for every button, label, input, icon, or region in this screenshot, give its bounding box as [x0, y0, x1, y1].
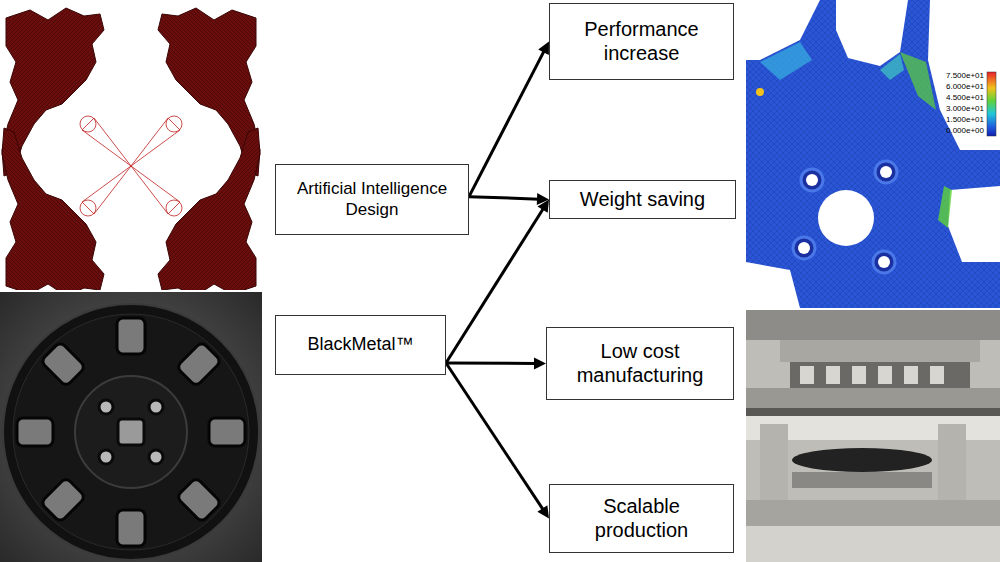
press-photo [746, 310, 1000, 562]
arrowhead [538, 42, 549, 55]
process-box: BlackMetal™ [275, 315, 446, 375]
colorbar-value: 4.500e+01 [936, 94, 984, 102]
process-box: Low cost manufacturing [546, 327, 734, 400]
arrow-connector [469, 42, 549, 197]
colorbar-value: 0.000e+00 [936, 127, 984, 135]
connector-line [446, 363, 543, 510]
arrowhead [534, 357, 546, 369]
arrow-connector [446, 357, 546, 369]
arrowhead [538, 200, 549, 213]
connector-line [469, 197, 539, 199]
arrow-connector [446, 363, 549, 519]
colorbar-value: 3.000e+01 [936, 105, 984, 113]
connector-line [469, 50, 544, 196]
arrowhead [537, 505, 549, 518]
box-text: Scalable production [558, 495, 725, 542]
colorbar-value: 7.500e+01 [936, 72, 984, 80]
process-box: Scalable production [549, 484, 734, 553]
box-text: Low cost manufacturing [555, 340, 725, 387]
arrow-connector [469, 193, 549, 205]
box-text: BlackMetal™ [307, 334, 413, 355]
box-text: Artificial Intelligence Design [284, 179, 460, 219]
process-box: Weight saving [549, 180, 736, 219]
colorbar-value: 6.000e+01 [936, 83, 984, 91]
fea-figure [746, 0, 1000, 308]
connector-line [446, 362, 536, 365]
box-text: Performance increase [558, 18, 725, 65]
wheel-photo [0, 292, 262, 562]
process-box: Artificial Intelligence Design [275, 164, 469, 235]
box-text: Weight saving [580, 188, 705, 212]
topology-figure [0, 0, 262, 290]
process-box: Performance increase [549, 3, 734, 80]
colorbar-value: 1.500e+01 [936, 116, 984, 124]
